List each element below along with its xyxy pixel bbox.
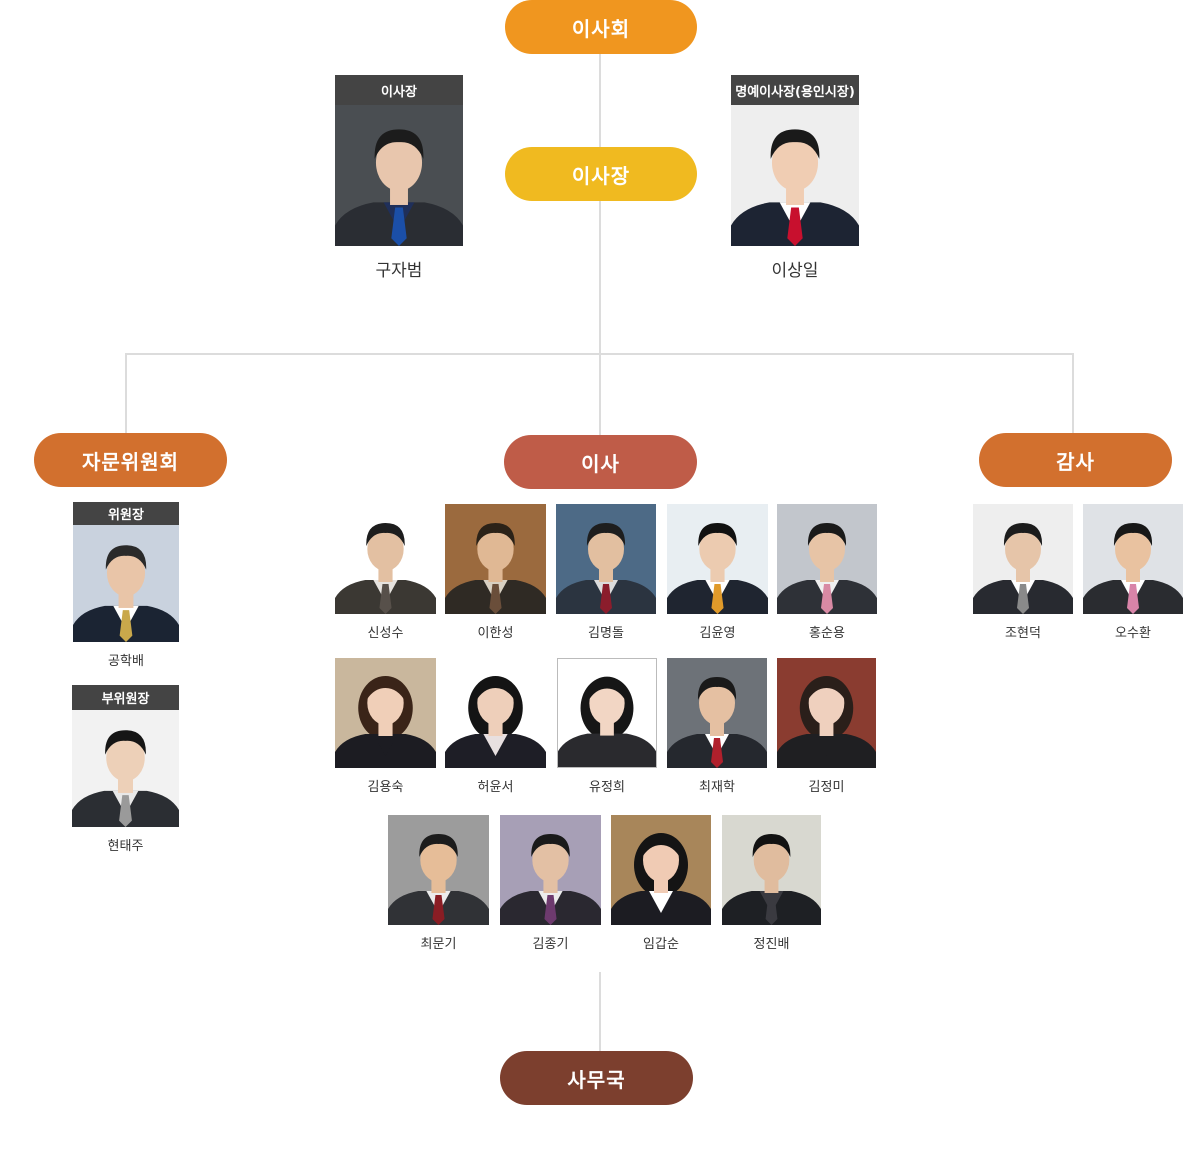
chairman-photo [335, 105, 463, 246]
director-photo [722, 815, 821, 925]
director-photo [667, 504, 768, 614]
director-name: 김종기 [532, 937, 569, 952]
chairman-tag: 이사장 [335, 75, 463, 105]
director-photo [611, 815, 711, 925]
connector-secretariat [599, 972, 601, 1052]
director-photo [557, 658, 657, 768]
connector-horizontal [125, 353, 1074, 355]
director-name: 이한성 [477, 626, 514, 641]
auditor-name: 오수환 [1115, 626, 1151, 641]
director-name: 신성수 [367, 626, 404, 641]
honorary-chairman-name: 이상일 [771, 261, 819, 281]
honorary-chairman-photo [731, 105, 859, 246]
director-photo [445, 504, 546, 614]
advisory-head-name: 공학배 [108, 654, 144, 669]
director-photo [667, 658, 767, 768]
advisory-head-tag: 위원장 [73, 502, 179, 525]
auditor-name: 조현덕 [1005, 626, 1041, 641]
director-photo [388, 815, 489, 925]
director-name: 정진배 [753, 937, 790, 952]
director-photo [777, 658, 876, 768]
director-photo [777, 504, 877, 614]
secretariat-node: 사무국 [500, 1051, 693, 1105]
director-name: 최재학 [699, 780, 735, 795]
chairman-node: 이사장 [505, 147, 697, 201]
advisory-committee-node: 자문위원회 [34, 433, 227, 487]
advisory-vice-tag: 부위원장 [72, 685, 179, 710]
auditors-node: 감사 [979, 433, 1172, 487]
director-name: 최문기 [420, 937, 457, 952]
director-name: 김윤영 [699, 626, 736, 641]
director-name: 홍순용 [809, 626, 845, 641]
director-name: 임갑순 [643, 937, 679, 952]
advisory-vice-name: 현태주 [107, 839, 144, 854]
director-name: 김용숙 [367, 780, 404, 795]
advisory-head-photo [73, 525, 179, 642]
director-name: 김명돌 [588, 626, 624, 641]
director-photo [335, 504, 436, 614]
director-photo [500, 815, 601, 925]
director-name: 허윤서 [477, 780, 514, 795]
connector-right-drop [1072, 353, 1074, 435]
connector-main-vertical [599, 52, 601, 436]
director-photo [556, 504, 656, 614]
auditor-photo [973, 504, 1073, 614]
chairman-name: 구자범 [375, 261, 423, 281]
auditor-photo [1083, 504, 1183, 614]
connector-left-drop [125, 353, 127, 435]
advisory-vice-photo [72, 710, 179, 827]
director-photo [445, 658, 546, 768]
director-name: 김정미 [808, 780, 845, 795]
director-photo [335, 658, 436, 768]
board-node: 이사회 [505, 0, 697, 54]
director-name: 유정희 [589, 780, 625, 795]
honorary-chairman-tag: 명예이사장(용인시장) [731, 75, 859, 105]
directors-node: 이사 [504, 435, 697, 489]
